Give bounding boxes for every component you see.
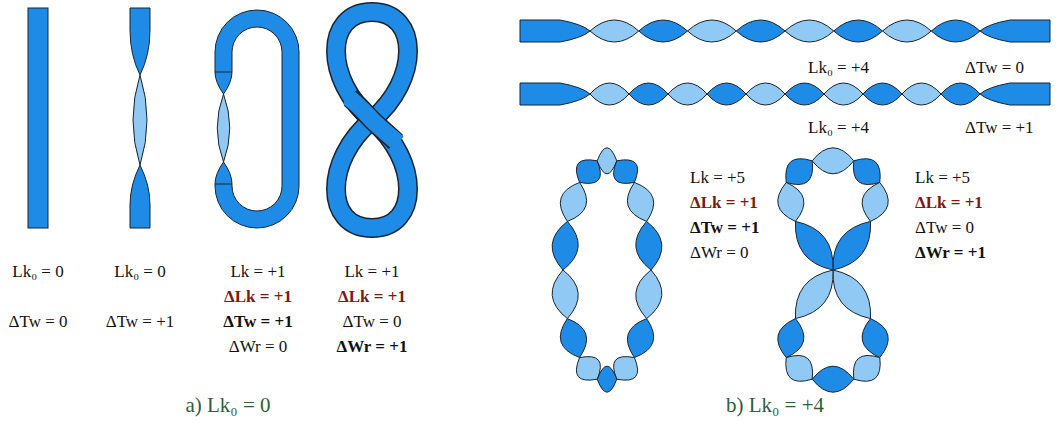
twist-lens (560, 182, 586, 221)
ribbon-twist (217, 94, 230, 162)
twist-lens (552, 270, 578, 319)
twist-value: ΔWr = 0 (229, 337, 288, 357)
twist-lens (614, 357, 638, 381)
twist-lens (668, 83, 707, 105)
twist-lens (785, 20, 834, 42)
twist-value: ΔWr = +1 (337, 337, 408, 357)
twist-value: ΔLk = +1 (915, 193, 983, 213)
ribbon-taper (215, 162, 232, 184)
ribbon-end (980, 20, 1050, 42)
twist-lens (576, 357, 600, 381)
twist-value: Lk₀ = 0 (12, 262, 63, 282)
twist-lens (853, 355, 880, 381)
panel-caption: b) Lk₀ = +4 (726, 393, 824, 418)
twist-lens (636, 221, 662, 270)
panel-b-ribbons (520, 20, 1050, 392)
twist-value: ΔTw = +1 (690, 218, 759, 238)
twist-value: Lk = +5 (690, 168, 745, 188)
twist-value: Lk₀ = +4 (808, 58, 869, 78)
twist-value: Lk = +1 (344, 262, 399, 282)
twist-lens (834, 20, 883, 42)
twist-lens (795, 270, 833, 319)
ribbon-end (520, 83, 590, 105)
writhe-outline (336, 12, 408, 228)
twist-gap (213, 72, 234, 184)
twist-lens (833, 270, 871, 319)
twist-lens (853, 159, 880, 185)
ribbon-end (980, 83, 1050, 105)
twist-lens (707, 83, 746, 105)
twist-lens (627, 319, 653, 358)
twist-value: ΔTw = +1 (965, 118, 1034, 138)
panel-caption: a) Lk₀ = 0 (185, 393, 270, 418)
twist-value: ΔTw = 0 (965, 58, 1024, 78)
twist-lens (778, 319, 804, 358)
twist-lens (688, 20, 737, 42)
twist-lens (746, 83, 785, 105)
twist-value: ΔLk = +1 (338, 287, 406, 307)
twist-value: Lk = +5 (915, 168, 970, 188)
twist-value: ΔTw = +1 (106, 312, 175, 332)
twist-lens (795, 221, 833, 270)
twist-value: ΔLk = +1 (690, 193, 758, 213)
twist-lens (812, 366, 854, 392)
twist-lens (812, 148, 854, 174)
twist-lens (736, 20, 785, 42)
twist-lens (778, 182, 804, 221)
closed-ribbon (215, 10, 299, 228)
twist-lens (552, 221, 578, 270)
ribbon-end (520, 20, 590, 42)
twist-lens (862, 182, 888, 221)
twist-value: Lk₀ = +4 (808, 118, 869, 138)
twist-lens (862, 319, 888, 358)
twist-value: ΔTw = 0 (915, 218, 974, 238)
panel-a-ribbons (28, 8, 408, 228)
twist-value: Lk = +1 (230, 262, 285, 282)
twist-value: ΔTw = 0 (9, 312, 68, 332)
twist-value: ΔWr = 0 (690, 243, 749, 263)
ribbon-taper (215, 72, 232, 94)
twist-lens (629, 83, 668, 105)
twist-lens (941, 83, 980, 105)
flat-ribbon (28, 8, 48, 228)
twist-value: Lk₀ = 0 (114, 262, 165, 282)
twist-lens (883, 20, 932, 42)
twist-lens (786, 355, 813, 381)
ribbon-end (130, 165, 150, 228)
crossing-ribbon (348, 97, 398, 143)
twist-lens (576, 160, 600, 184)
twist-lens (560, 319, 586, 358)
ribbon-end (130, 8, 150, 75)
twist-lens (627, 182, 653, 221)
twist-lens (590, 20, 639, 42)
twist-lens (863, 83, 902, 105)
writhe-ribbon (336, 12, 408, 228)
twist-lens (786, 159, 813, 185)
twist-lens (636, 270, 662, 319)
twist-lens (931, 20, 980, 42)
twist-lens (824, 83, 863, 105)
ribbon-twist (133, 75, 147, 165)
twist-value: ΔTw = 0 (343, 312, 402, 332)
twist-value: ΔLk = +1 (224, 287, 292, 307)
twist-value: ΔTw = +1 (223, 312, 292, 332)
twist-lens (590, 83, 629, 105)
twist-lens (785, 83, 824, 105)
twist-value: ΔWr = +1 (915, 243, 986, 263)
twist-lens (833, 221, 871, 270)
twist-lens (639, 20, 688, 42)
twist-lens (902, 83, 941, 105)
twist-lens (614, 160, 638, 184)
